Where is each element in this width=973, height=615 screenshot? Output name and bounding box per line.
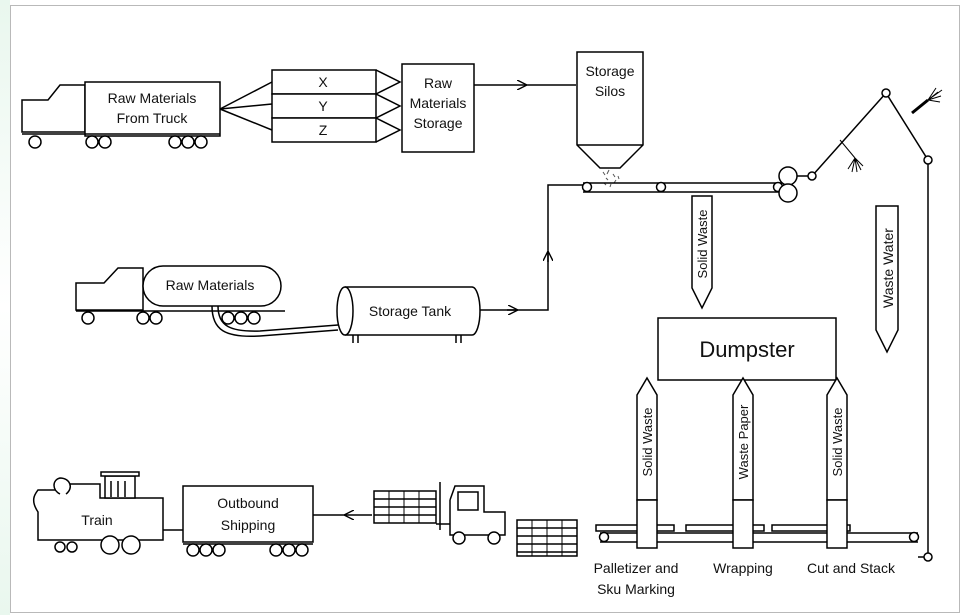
tanker-label: Raw Materials <box>166 277 255 293</box>
palletizer-label: Sku Marking <box>597 581 675 597</box>
waste-paper-label: Waste Paper <box>736 404 751 479</box>
falling-material-icon <box>602 169 620 188</box>
solid-waste-right-label: Solid Waste <box>830 408 845 477</box>
bin-z-label: Z <box>319 122 328 138</box>
outbound-label: Shipping <box>221 517 276 533</box>
pallet-stack-icon <box>516 519 578 557</box>
solid-waste-top-label: Solid Waste <box>695 210 710 279</box>
roller-icon <box>778 166 798 186</box>
bin-y-label: Y <box>318 98 328 114</box>
solid-waste-left-label: Solid Waste <box>640 408 655 477</box>
waste-water-chute <box>875 205 899 354</box>
storage-tank-icon <box>336 286 481 343</box>
dumpster-box <box>657 317 837 381</box>
train-icon <box>32 471 314 557</box>
waste-paper-chute <box>732 376 754 501</box>
forklift-icon <box>373 482 506 545</box>
raw-materials-storage-box <box>401 63 475 153</box>
bin-x-label: X <box>318 74 328 90</box>
storage-tank-label: Storage Tank <box>369 303 452 319</box>
side-decoration <box>0 0 10 615</box>
dumpster-label: Dumpster <box>699 337 794 362</box>
cut-stack-label: Cut and Stack <box>807 560 896 576</box>
xyz-bins <box>271 69 402 143</box>
train-label: Train <box>81 512 112 528</box>
outbound-label: Outbound <box>217 495 279 511</box>
palletizer-label: Palletizer and <box>594 560 679 576</box>
tanker-truck-icon <box>75 265 339 338</box>
silos-label: Storage <box>585 63 634 79</box>
solid-waste-chute-left <box>636 376 658 501</box>
connector-line <box>219 103 273 110</box>
flow-line <box>480 184 583 311</box>
connector-line <box>219 81 273 110</box>
solid-waste-chute-top <box>691 195 713 310</box>
rms-label: Storage <box>413 115 462 131</box>
silos-label: Silos <box>595 83 625 99</box>
raw-truck-label: Raw Materials <box>108 90 197 106</box>
paper-web-path <box>797 88 933 562</box>
roller-icon <box>778 183 798 203</box>
rms-label: Materials <box>410 95 467 111</box>
bottom-conveyor <box>595 499 920 549</box>
rms-label: Raw <box>424 75 453 91</box>
connector-line <box>219 108 273 131</box>
waste-water-label: Waste Water <box>880 228 896 308</box>
solid-waste-chute-right <box>826 376 848 501</box>
spray-nozzle-icon <box>839 87 943 173</box>
top-conveyor <box>581 181 784 193</box>
raw-truck-label: From Truck <box>117 110 189 126</box>
delivery-truck-icon <box>21 81 221 149</box>
wrapping-label: Wrapping <box>713 560 773 576</box>
